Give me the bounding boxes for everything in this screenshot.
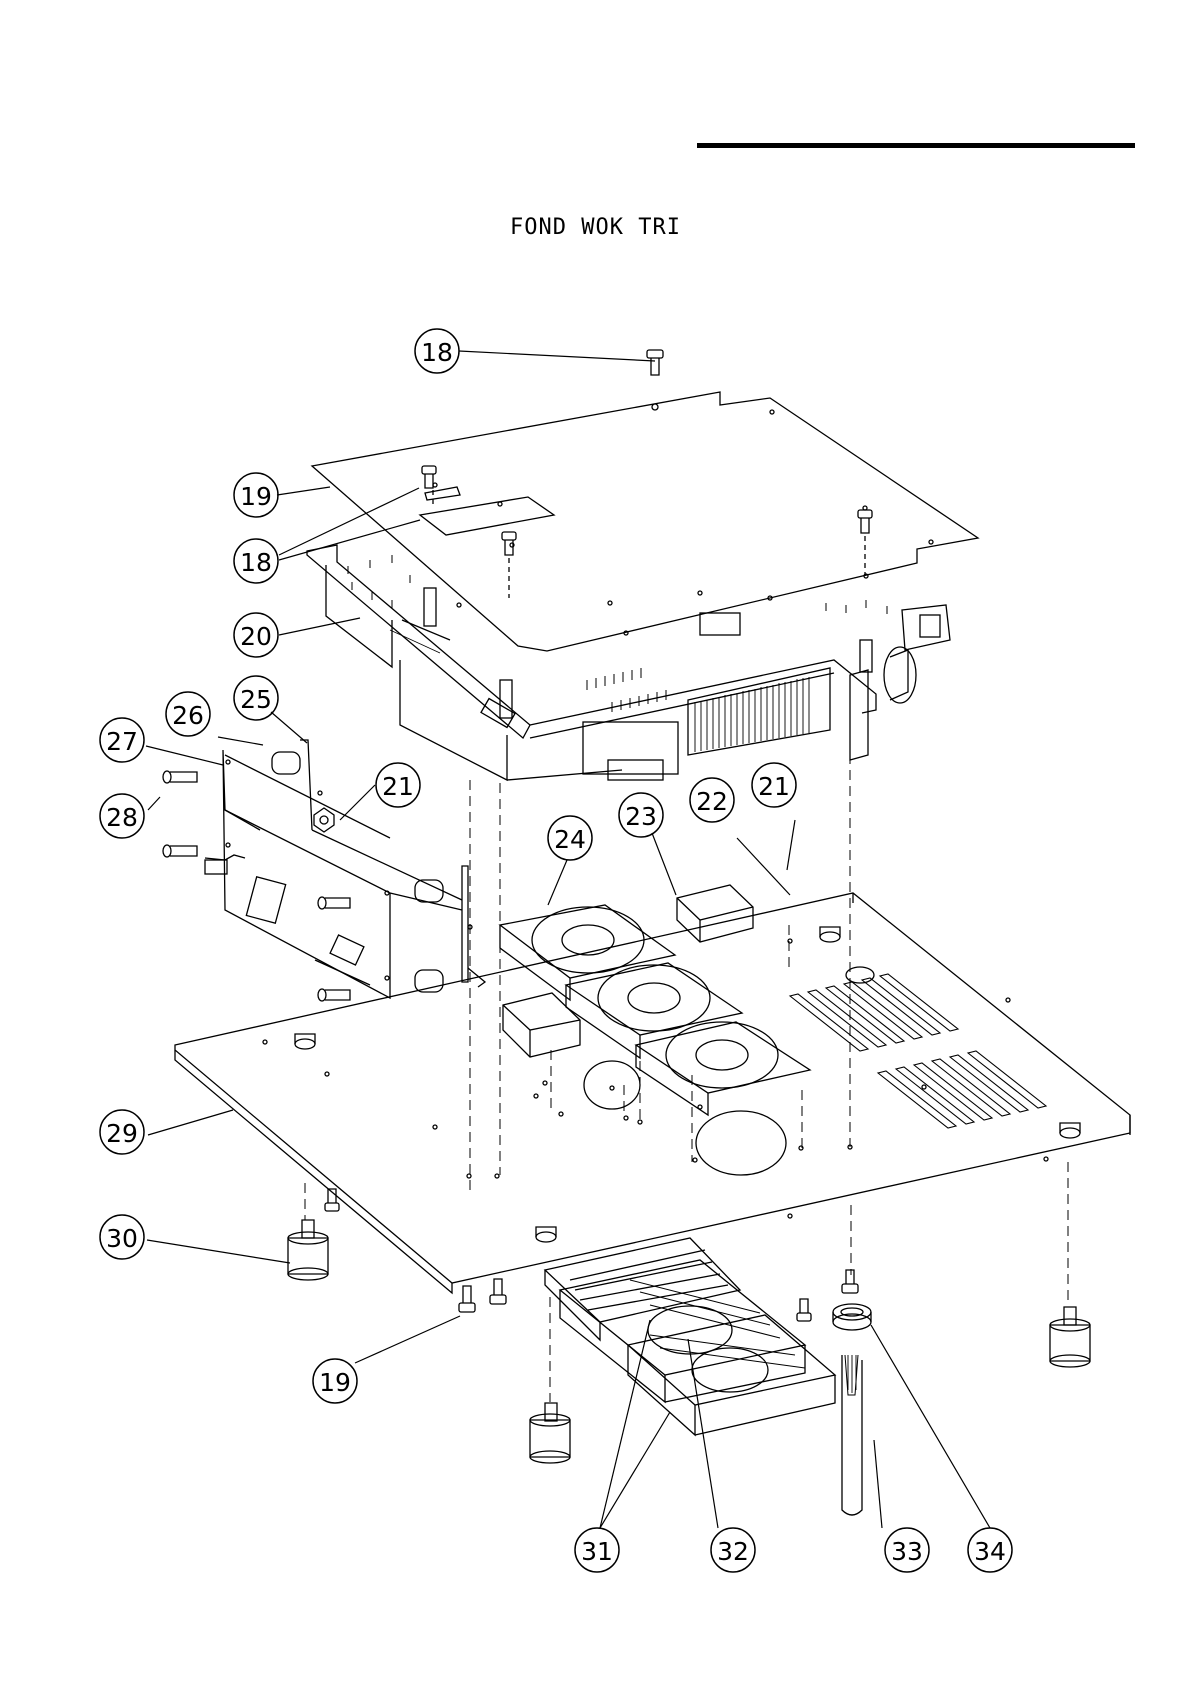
callout-18-top: 18: [421, 338, 453, 367]
side-controller-board: [163, 740, 485, 1001]
callout-29: 29: [106, 1119, 138, 1148]
callout-bubbles: 18 19 18 20 25 26 27 28 21 24 23 22 21 2…: [100, 329, 1012, 1572]
callout-25: 25: [240, 685, 272, 714]
callout-34: 34: [974, 1537, 1006, 1566]
callout-23: 23: [625, 802, 657, 831]
power-board-assembly: [307, 545, 950, 780]
callout-18-mid: 18: [240, 548, 272, 577]
cable-gland-grommet: [833, 1304, 871, 1330]
assembly-center-lines: [305, 690, 1068, 1402]
callout-20: 20: [240, 622, 272, 651]
callout-21-right: 21: [758, 772, 790, 801]
callout-19-bottom: 19: [319, 1368, 351, 1397]
top-cover-plate: [312, 392, 978, 651]
callout-22: 22: [696, 787, 728, 816]
callout-24: 24: [554, 825, 586, 854]
callout-31: 31: [581, 1537, 613, 1566]
callout-32: 32: [717, 1537, 749, 1566]
callout-19-top: 19: [240, 482, 272, 511]
cover-screws: [422, 350, 872, 598]
callout-21-left: 21: [382, 772, 414, 801]
callout-33: 33: [891, 1537, 923, 1566]
callout-30: 30: [106, 1224, 138, 1253]
bottom-screws: [325, 1189, 858, 1321]
callout-28: 28: [106, 803, 138, 832]
power-cable: [842, 1355, 862, 1515]
callout-26: 26: [172, 701, 204, 730]
fan-guards: [545, 1238, 835, 1435]
callout-27: 27: [106, 727, 138, 756]
leader-lines: [146, 351, 990, 1528]
